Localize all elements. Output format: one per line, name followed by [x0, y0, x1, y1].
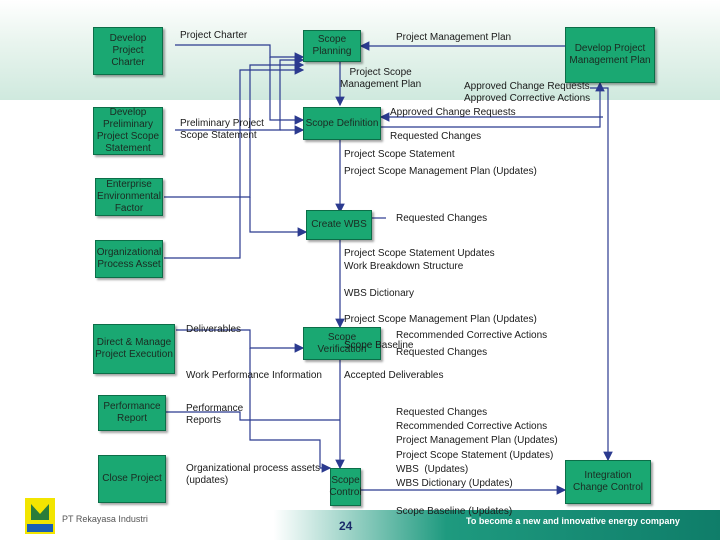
- label-control-outputs: Requested Changes Recommended Corrective…: [396, 407, 558, 518]
- arrow-work-perf: [249, 348, 332, 473]
- performance-report-box[interactable]: Performance Report: [98, 395, 166, 431]
- arrow-requested-changes-1: [381, 81, 605, 128]
- develop-project-charter-box[interactable]: Develop Project Charter: [93, 27, 163, 75]
- label-scope-mgmt-plan-updates: Project Scope Management Plan (Updates): [344, 166, 537, 177]
- label-prelim-statement: Preliminary Project Scope Statement: [180, 118, 264, 141]
- arrow-org-process: [164, 65, 305, 259]
- footer-tagline: To become a new and innovative energy co…: [466, 516, 680, 526]
- direct-manage-execution-box[interactable]: Direct & Manage Project Execution: [93, 324, 175, 374]
- enterprise-env-factor-box[interactable]: Enterprise Environmental Factor: [95, 178, 163, 216]
- label-scope-mgmt-plan: Project Scope Management Plan: [340, 67, 422, 90]
- scope-planning-box[interactable]: Scope Planning: [303, 30, 361, 62]
- label-requested-changes-2: Requested Changes: [396, 213, 488, 224]
- scope-verification-box[interactable]: Scope Verification: [303, 327, 381, 360]
- footer-company: PT Rekayasa Industri: [62, 514, 148, 524]
- label-requested-changes-1: Requested Changes: [390, 131, 482, 142]
- label-performance-reports: Performance Reports: [186, 403, 244, 426]
- develop-prelim-scope-box[interactable]: Develop Preliminary Project Scope Statem…: [93, 107, 163, 155]
- label-scope-statement: Project Scope Statement: [344, 149, 455, 160]
- arrow-enterprise: [164, 60, 305, 198]
- label-pm-plan: Project Management Plan: [396, 32, 512, 43]
- scope-control-box[interactable]: Scope Control: [329, 468, 362, 506]
- label-requested-changes-3: Requested Changes: [396, 347, 488, 358]
- arrow-project-charter: [175, 44, 305, 62]
- label-recommended-ca: Recommended Corrective Actions: [396, 330, 548, 341]
- footer-bar: [0, 510, 720, 540]
- label-work-perf-info: Work Performance Information: [186, 370, 322, 381]
- label-accepted-deliverables: Accepted Deliverables: [344, 370, 444, 381]
- company-logo-icon: [25, 498, 55, 534]
- arrow-enterprise-to-wbs: [249, 197, 308, 237]
- org-process-asset-box[interactable]: Organizational Process Asset: [95, 240, 163, 278]
- integration-change-control-box[interactable]: Integration Change Control: [565, 460, 651, 504]
- arrow-charter-to-definition: [269, 57, 305, 125]
- label-deliverables: Deliverables: [186, 324, 242, 335]
- arrow-approved-to-icc: [590, 87, 613, 462]
- label-project-charter: Project Charter: [180, 30, 248, 41]
- create-wbs-box[interactable]: Create WBS: [306, 210, 372, 240]
- close-project-box[interactable]: Close Project: [98, 455, 166, 503]
- arrow-performance-reports: [166, 411, 340, 421]
- develop-pm-plan-box[interactable]: Develop Project Management Plan: [565, 27, 655, 83]
- label-approved-cr: Approved Change Requests: [390, 107, 516, 118]
- label-wbs-outputs: Project Scope Statement Updates Work Bre…: [344, 248, 537, 352]
- arrow-prelim-statement: [175, 55, 305, 131]
- page-number: 24: [339, 519, 353, 533]
- label-org-process-updates: Organizational process assets (updates): [186, 463, 320, 486]
- arrow-deliverables: [176, 329, 305, 353]
- scope-definition-box[interactable]: Scope Definition: [303, 107, 381, 140]
- label-approved-cr-ca: Approved Change Requests Approved Correc…: [464, 81, 591, 104]
